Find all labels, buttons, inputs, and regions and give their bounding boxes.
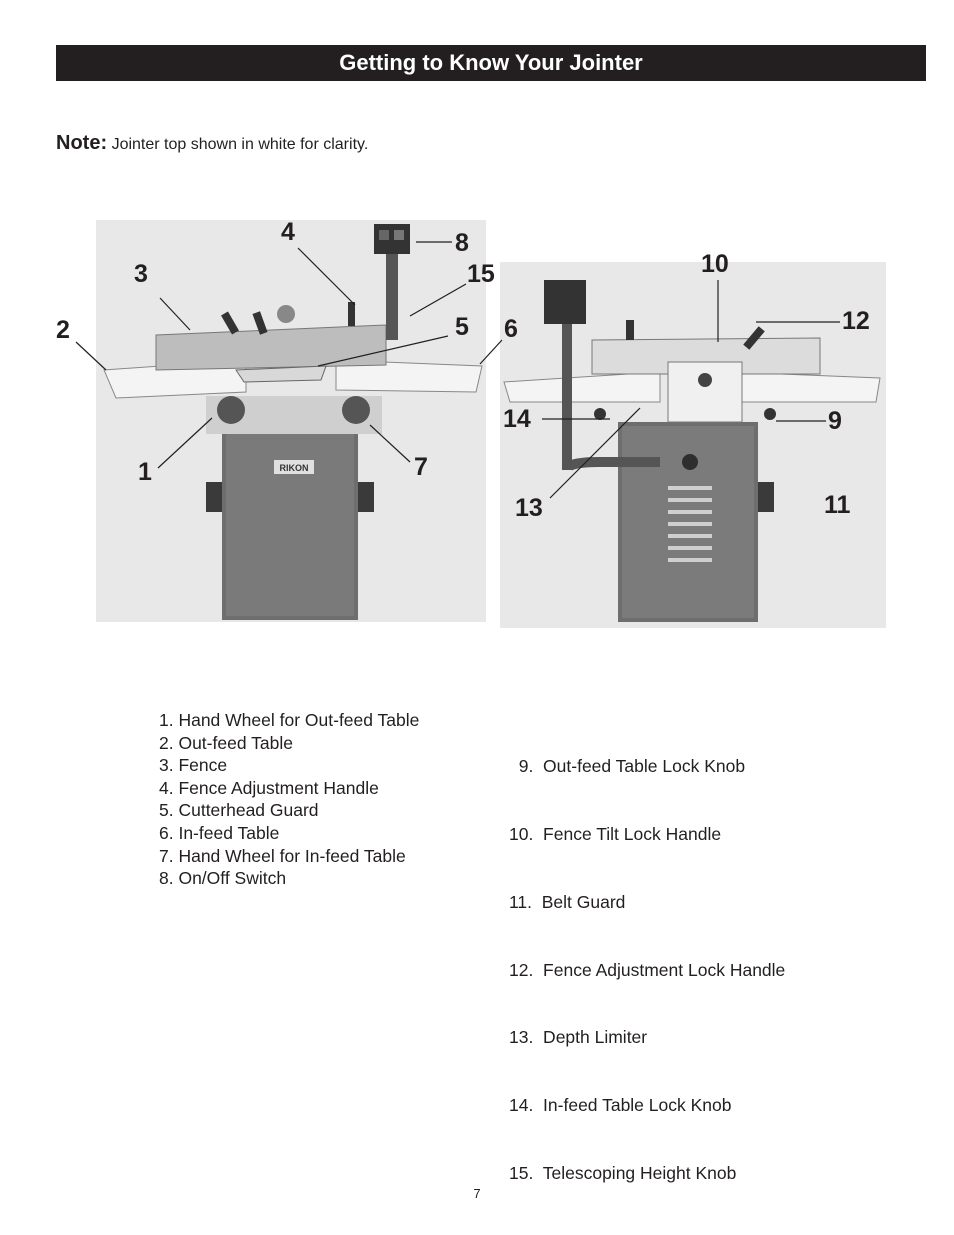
parts-list-left: 1. Hand Wheel for Out-feed Table 2. Out-…: [159, 709, 419, 890]
callout-6: 6: [504, 315, 518, 343]
callout-7: 7: [414, 453, 428, 481]
callout-11: 11: [824, 491, 851, 519]
callout-3: 3: [134, 260, 148, 288]
page-number: 7: [473, 1186, 481, 1201]
list-item: 1. Hand Wheel for Out-feed Table: [159, 710, 420, 730]
callout-13: 13: [515, 494, 543, 522]
list-item: 12. Fence Adjustment Lock Handle: [509, 959, 786, 980]
list-item: 2. Out-feed Table: [159, 732, 293, 753]
list-item: 13. Depth Limiter: [509, 1027, 648, 1048]
callout-15: 15: [467, 260, 495, 288]
callout-9: 9: [828, 407, 842, 435]
list-item: 6. In-feed Table: [159, 822, 280, 843]
callout-1: 1: [138, 458, 152, 486]
note-label: Note:: [56, 132, 108, 154]
callout-12: 12: [842, 307, 870, 335]
callout-5: 5: [455, 313, 469, 341]
callout-8: 8: [455, 229, 469, 257]
list-item: 15. Telescoping Height Knob: [509, 1162, 737, 1183]
note: Note: Jointer top shown in white for cla…: [56, 132, 368, 155]
brand-plate: RIKON: [280, 463, 309, 473]
callout-4: 4: [281, 218, 295, 246]
parts-list-right: 9. Out-feed Table Lock Knob 10. Fence Ti…: [509, 710, 785, 1207]
note-text: Jointer top shown in white for clarity.: [111, 136, 369, 153]
callout-2: 2: [56, 316, 70, 344]
list-item: 10. Fence Tilt Lock Handle: [509, 823, 722, 844]
callout-14: 14: [503, 405, 531, 433]
list-item: 14. In-feed Table Lock Knob: [509, 1095, 732, 1116]
list-item: 9. Out-feed Table Lock Knob: [509, 756, 746, 777]
callout-leaders: [75, 241, 840, 499]
list-item: 11. Belt Guard: [509, 891, 626, 912]
list-item: 7. Hand Wheel for In-feed Table: [159, 845, 406, 866]
list-item: 5. Cutterhead Guard: [159, 800, 319, 821]
list-item: 3. Fence: [159, 755, 228, 776]
callout-10: 10: [701, 250, 729, 278]
list-item: 4. Fence Adjustment Handle: [159, 777, 379, 798]
jointer-front-photo: RIKON: [96, 220, 486, 622]
list-item: 8. On/Off Switch: [159, 868, 287, 889]
jointer-rear-photo: [500, 262, 886, 628]
page-title: Getting to Know Your Jointer: [56, 45, 926, 81]
